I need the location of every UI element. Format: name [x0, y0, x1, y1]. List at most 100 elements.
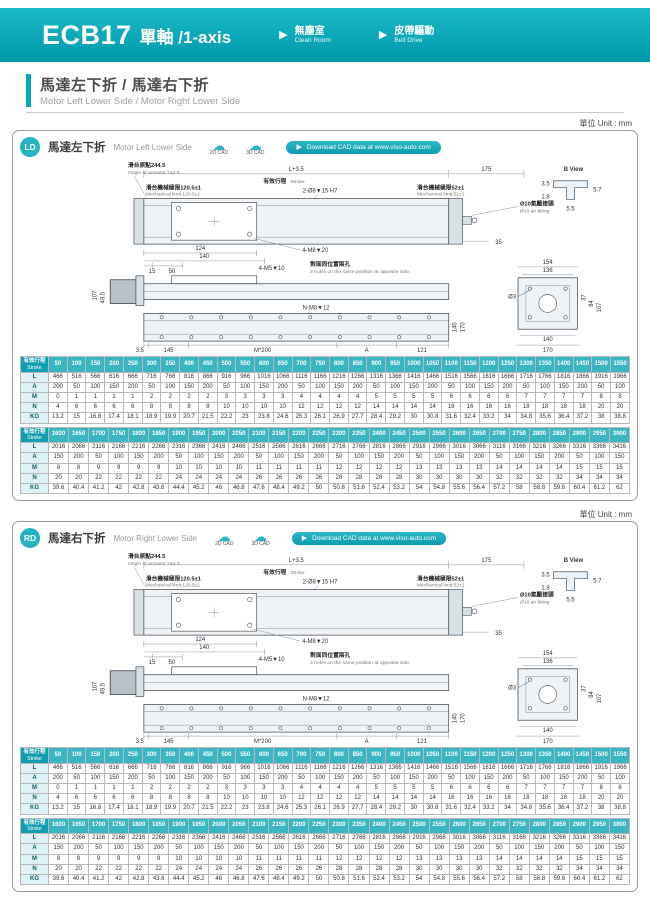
- spec-cell: 18: [516, 402, 537, 414]
- stroke-col-header: 100: [66, 747, 87, 764]
- spec-cell: 1566: [460, 371, 480, 383]
- cad-2d-label: 2D CAD: [209, 149, 229, 156]
- spec-cell: 100: [588, 452, 610, 464]
- spec-cell: 2: [197, 783, 218, 795]
- spec-cell: 16: [460, 793, 480, 805]
- spec-cell: 19.9: [160, 412, 181, 424]
- spec-cell: 2416: [208, 833, 230, 845]
- spec-cell: 14: [508, 462, 530, 474]
- cloud-2d-icon: ☁: [217, 528, 231, 544]
- dim-175: 175: [481, 167, 492, 173]
- cloud-2d-icon: ☁: [212, 137, 226, 153]
- stroke-col-header: 2100: [248, 426, 270, 444]
- stroke-col-header: 1300: [516, 356, 537, 373]
- stroke-col-header: 2300: [328, 426, 350, 444]
- mount-holes: [159, 315, 431, 340]
- cad-2d-download[interactable]: ☁ 2D CAD: [210, 139, 228, 156]
- spec-cell: 15: [568, 853, 590, 865]
- dim-124: 124: [195, 637, 206, 643]
- spec-cell: 50: [516, 772, 537, 785]
- spec-cell: 50: [366, 381, 387, 393]
- stroke-col-header: 2000: [208, 817, 230, 835]
- play-icon: ▶: [296, 143, 302, 151]
- spec-cell: 100: [188, 843, 210, 855]
- row-label: M: [20, 783, 49, 795]
- spec-cell: 6: [441, 783, 462, 795]
- spec-cell: 55.6: [448, 482, 470, 495]
- spec-cell: 1766: [535, 371, 555, 383]
- spec-cell: 15: [588, 462, 610, 474]
- cad-3d-download[interactable]: ☁ 3D CAD: [246, 139, 264, 156]
- spec-cell: 19.9: [160, 803, 181, 815]
- spec-cell: 8: [141, 402, 162, 414]
- spec-cell: 7: [572, 783, 593, 795]
- spec-cell: 150: [128, 843, 150, 855]
- spec-cell: 14: [422, 793, 443, 805]
- spec-cell: 150: [208, 452, 230, 464]
- spec-cell: 3116: [488, 833, 510, 845]
- dim-50: 50: [169, 660, 176, 666]
- spec-cell: 200: [308, 452, 330, 464]
- spec-cell: 1816: [553, 371, 574, 383]
- spec-cell: 4: [48, 793, 68, 805]
- stroke-col-header: 900: [366, 747, 387, 764]
- dim-140-side: 140: [453, 713, 459, 724]
- spec-cell: 466: [48, 762, 68, 774]
- spec-cell: 150: [448, 843, 470, 855]
- spec-cell: 8: [141, 793, 162, 805]
- spec-cell: 21.5: [197, 803, 218, 815]
- spec-cell: 30.8: [422, 803, 443, 815]
- cad-3d-download[interactable]: ☁ 3D CAD: [251, 530, 269, 547]
- dim-170-side: 170: [461, 322, 467, 333]
- spec-cell: 16.8: [85, 412, 106, 424]
- spec-cell: 8: [179, 402, 199, 414]
- badge-clean-room-zh: 無塵室: [294, 25, 325, 37]
- spec-cell: 150: [403, 772, 424, 785]
- spec-cell: 12: [310, 402, 331, 414]
- badge-clean-room-en: Clean Room: [294, 37, 331, 45]
- spec-cell: 1466: [422, 762, 443, 774]
- stroke-col-header: 500: [216, 356, 237, 373]
- dim-170-bottom: 170: [543, 739, 554, 744]
- stroke-col-header: 1550: [610, 356, 630, 373]
- stroke-col-header: 2400: [368, 817, 390, 835]
- spec-cell: 26: [308, 863, 330, 875]
- spec-cell: 10: [254, 402, 274, 414]
- spec-cell: 100: [385, 772, 405, 785]
- stroke-col-header: 250: [122, 747, 143, 764]
- air-fitting-label-zh: Ø10氣壓接頭: [520, 200, 554, 208]
- spec-cell: 100: [108, 843, 130, 855]
- spec-cell: 6: [85, 793, 106, 805]
- download-cad-banner[interactable]: ▶ Download CAD data at www.viso-auto.com: [291, 531, 447, 545]
- spec-cell: 28: [388, 472, 410, 484]
- spec-cell: 100: [385, 381, 405, 393]
- spec-cell: 13: [448, 462, 470, 474]
- opposite-holes-zh: 對面同位置兩孔: [310, 260, 350, 268]
- spec-cell: 2866: [388, 833, 410, 845]
- download-cad-banner[interactable]: ▶ Download CAD data at www.viso-auto.com: [286, 140, 441, 154]
- spec-cell: 28: [348, 863, 370, 875]
- stroke-col-header: 1300: [516, 747, 537, 764]
- spec-cell: 9: [128, 853, 150, 865]
- spec-cell: 200: [308, 843, 330, 855]
- spec-cell: 4: [291, 391, 312, 404]
- spec-cell: 100: [535, 381, 555, 393]
- stroke-col-header: 450: [197, 356, 218, 373]
- cad-2d-download[interactable]: ☁ 2D CAD: [215, 530, 233, 547]
- spec-cell: 30: [428, 472, 450, 484]
- spec-cell: 30.8: [422, 412, 443, 424]
- spec-cell: 40.4: [68, 873, 90, 886]
- dim-n-m8: N-M8▼12: [303, 305, 330, 311]
- stroke-col-header: 2900: [568, 817, 590, 835]
- spec-cell: 54.8: [428, 482, 450, 495]
- spec-cell: 5: [366, 783, 387, 795]
- play-icon: ▶: [378, 28, 388, 41]
- spec-cell: 14: [488, 853, 510, 865]
- spec-cell: 100: [85, 381, 106, 393]
- spec-cell: 566: [85, 762, 106, 774]
- spec-cell: 16: [497, 793, 518, 805]
- spec-cell: 22.2: [216, 412, 237, 424]
- spec-cell: 50: [141, 381, 162, 393]
